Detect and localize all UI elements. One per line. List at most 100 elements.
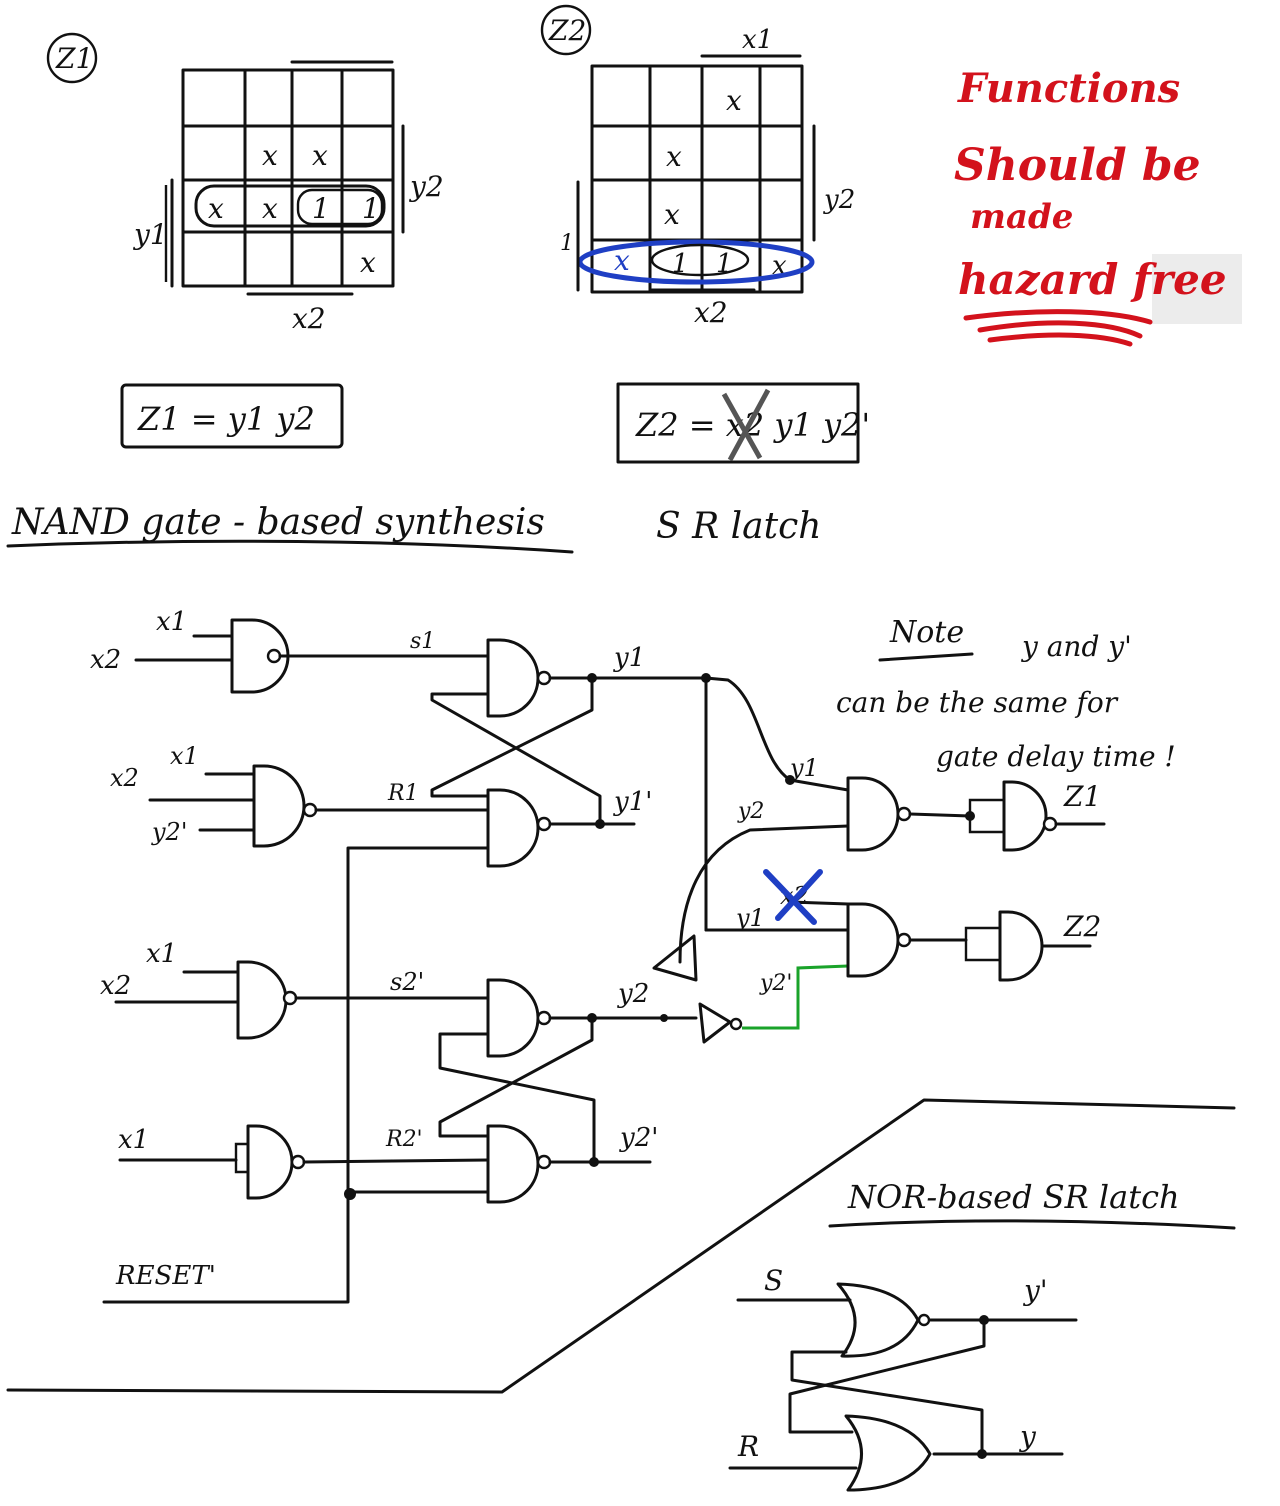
z1-cell-r2-c3: 1: [362, 192, 380, 225]
delay-note-title: Note: [889, 615, 964, 650]
nand-gate-s2: [236, 960, 288, 1040]
kmap-z2: Z2 x x x x 1 1 x x1 y2 1 x2 Z2 = x2 y1 y…: [540, 4, 870, 464]
z1-group-ones: [296, 188, 384, 226]
z2-group-ones: [650, 243, 750, 277]
hazard-note: Functions Should be made hazard free: [954, 65, 1242, 347]
hazard-note-shade: [1152, 254, 1242, 324]
label-x2-g3: x2: [100, 971, 131, 1001]
label-x1-g4: x1: [118, 1125, 149, 1155]
z2-strike-mark-1: [721, 392, 763, 460]
label-x1-g2: x1: [170, 742, 199, 770]
latch2-top-nand: [486, 978, 540, 1058]
label-y2p-z2: y2': [759, 971, 792, 996]
z1-cell-r2-c0: x: [208, 192, 224, 225]
z2-equation-box: [616, 382, 860, 464]
z1-tag-circle: [46, 32, 98, 84]
nand-gate-z1: [846, 776, 900, 852]
label-y2p-g2: y2': [151, 818, 187, 846]
z2-equation: Z2 = x2 y1 y2': [635, 406, 870, 444]
z1-group-row: [194, 184, 386, 228]
label-y2-latch: y2: [617, 979, 649, 1009]
latch1-bottom-nand: [486, 788, 540, 868]
z2-tag-circle: [540, 4, 592, 56]
z1-cell-r3-c3: x: [360, 246, 376, 279]
z2-tag: Z2: [548, 14, 586, 47]
z1-cell-r2-c2: 1: [312, 192, 330, 225]
heading-nand-synthesis: NAND gate - based synthesis: [11, 502, 545, 543]
label-y2-out: y2: [737, 799, 764, 824]
z2-strike-mark-2: [727, 388, 771, 462]
z1-cell-r2-c1: x: [262, 192, 278, 225]
delay-note-line-2: can be the same for: [836, 686, 1119, 719]
nand-inverter-z1: [1002, 780, 1048, 852]
nor-title: NOR-based SR latch: [847, 1178, 1180, 1216]
z1-cell-r1-c1: x: [262, 139, 278, 172]
nand-inverter-z2: [998, 910, 1044, 982]
kmap-z1: Z1 x x x x 1 1 x y2 y1 x2 Z1 = y1 y2: [46, 32, 444, 449]
nor-gate-bottom: [844, 1414, 932, 1492]
label-s2: s2': [390, 968, 424, 996]
heading-nand-underline: [6, 539, 574, 554]
label-r1: R1: [387, 781, 419, 806]
nand-gate-z2-in: [846, 902, 900, 978]
z1-tag: Z1: [55, 42, 93, 75]
delay-note-line-3: gate delay time !: [936, 740, 1176, 773]
z2-cell-r3-c0: x: [614, 244, 630, 277]
label-x2-g1: x2: [90, 645, 121, 675]
inverter-y2: [698, 1002, 732, 1044]
label-r2: R2': [385, 1127, 423, 1152]
nand-gate-s1: [230, 618, 290, 694]
hazard-note-underline: [963, 309, 1153, 347]
z2-cell-r2-c1: x: [664, 198, 680, 231]
z1-equation: Z1 = y1 y2: [137, 400, 315, 438]
latch2-bottom-nand: [486, 1124, 540, 1204]
label-y1-z2: y1: [735, 904, 765, 932]
delay-note-line-1: y and y': [1020, 630, 1132, 663]
z2-label-y1: 1: [560, 231, 574, 256]
label-y1-latch: y1: [613, 643, 645, 673]
buffer-y2: [652, 934, 698, 982]
x2-cross-mark: [763, 869, 823, 925]
reset-bus: [102, 846, 490, 1304]
hazard-note-line-2: Should be: [954, 140, 1201, 191]
z2-label-x1: x1: [742, 25, 773, 55]
label-y1-out: y1: [789, 754, 819, 782]
label-reset: RESET': [115, 1261, 216, 1291]
nor-label-yp: y': [1022, 1274, 1048, 1307]
label-z2-out: Z2: [1063, 910, 1101, 943]
inverted-y2-wire: [742, 964, 849, 1030]
nor-label-y: y: [1018, 1420, 1037, 1453]
latch1-top-nand: [486, 638, 540, 718]
label-z1-out: Z1: [1063, 780, 1101, 813]
z1-cell-r1-c2: x: [312, 139, 328, 172]
label-s1: s1: [410, 629, 435, 654]
nor-sr-latch: NOR-based SR latch S y' R y: [728, 1178, 1236, 1492]
label-x1-g1: x1: [156, 607, 187, 637]
z2-group-hazard-loop: [577, 239, 815, 285]
z1-equation-box: [120, 383, 344, 449]
z2-label-x2: x2: [694, 296, 728, 329]
hazard-note-line-1: Functions: [957, 65, 1180, 112]
z1-label-y1: y1: [132, 218, 168, 251]
z1-grid-frame: [181, 68, 395, 288]
z1-label-y2: y2: [408, 170, 444, 203]
nor-label-s: S: [764, 1264, 783, 1297]
z2-label-y2: y2: [823, 185, 855, 215]
section-separator: [6, 1098, 1236, 1394]
z2-cell-r0-c2: x: [726, 84, 742, 117]
delay-note: Note y and y' can be the same for gate d…: [836, 615, 1176, 773]
label-x2-g2: x2: [110, 764, 139, 792]
z1-label-x2: x2: [292, 302, 326, 335]
nand-circuit: x1 x2 s1 x1 x2 y2' R1 y1 y1' x1 x2: [90, 607, 1106, 1304]
nand-gate-r2: [246, 1124, 294, 1200]
nand-gate-r1: [252, 764, 306, 848]
label-x1-g3: x1: [146, 939, 177, 969]
hazard-note-line-4: hazard free: [958, 255, 1227, 304]
hazard-note-line-3: made: [970, 197, 1073, 237]
label-y1p-latch: y1': [613, 787, 652, 817]
z2-cell-r1-c1: x: [666, 140, 682, 173]
nor-label-r: R: [737, 1430, 759, 1463]
z2-cell-r3-c1: 1: [672, 249, 689, 279]
nor-gate-top: [836, 1282, 920, 1358]
